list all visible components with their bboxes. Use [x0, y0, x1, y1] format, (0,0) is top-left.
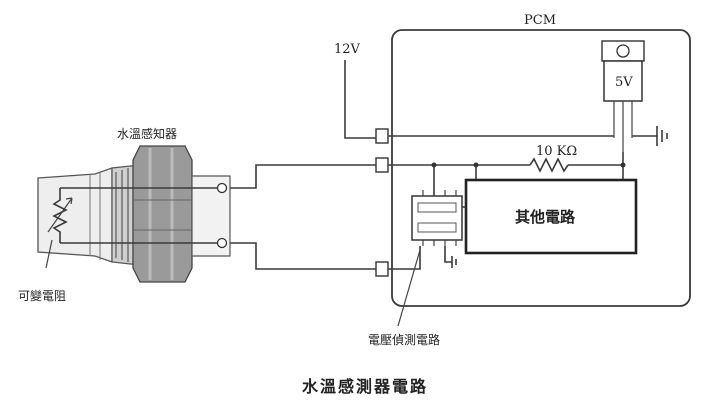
ground-symbol-ic: [451, 256, 457, 268]
voltage-detect-ic: [411, 190, 463, 246]
voltage-detect-label: 電壓偵測電路: [368, 332, 440, 347]
water-temp-sensor: [37, 145, 231, 283]
other-circuit-box: [464, 178, 638, 255]
resistor-value-label: 10 KΩ: [536, 144, 577, 159]
pcm-label: PCM: [524, 13, 556, 28]
variable-resistor-label: 可變電阻: [18, 288, 66, 303]
connector-12v: [375, 128, 389, 144]
other-circuit-label: 其他電路: [515, 208, 576, 226]
variable-resistor-symbol: [47, 188, 73, 243]
diagram-caption: 水溫感測器電路: [302, 377, 428, 396]
connector-signal: [375, 157, 389, 173]
resistor-10k: [529, 157, 569, 173]
connector-ground: [375, 261, 389, 277]
supply-12v-label: 12V: [334, 42, 361, 57]
junction-dot: [620, 162, 626, 168]
regulator-5v: [601, 40, 645, 152]
ground-symbol-regulator: [656, 126, 668, 146]
regulator-5v-label: 5V: [615, 75, 633, 90]
pcm-box: [391, 29, 691, 307]
sensor-label: 水溫感知器: [117, 126, 177, 141]
